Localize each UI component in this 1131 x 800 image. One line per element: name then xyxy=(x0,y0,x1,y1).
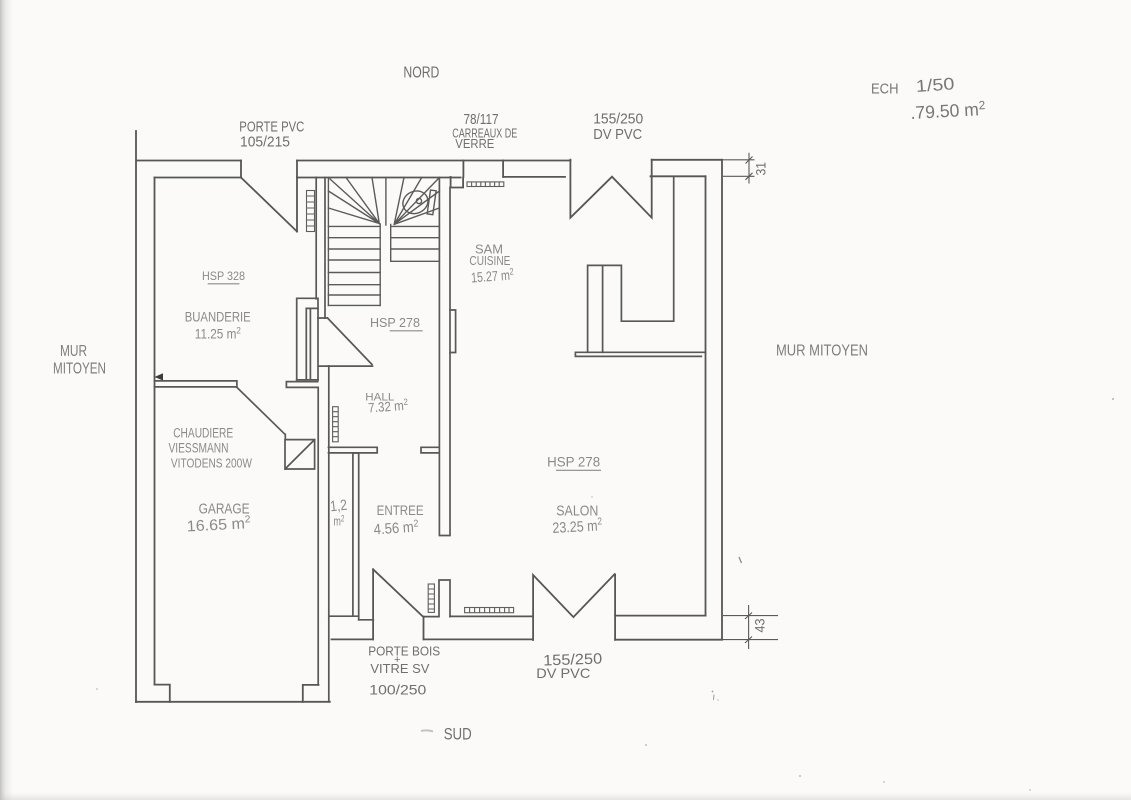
svg-text:1/50: 1/50 xyxy=(915,74,955,96)
svg-text:BUANDERIE: BUANDERIE xyxy=(185,310,251,325)
svg-text:MITOYEN: MITOYEN xyxy=(53,361,106,378)
svg-text:DV PVC: DV PVC xyxy=(536,665,590,681)
svg-text:VERRE: VERRE xyxy=(455,137,494,151)
svg-text:VITODENS 200W: VITODENS 200W xyxy=(171,456,253,471)
svg-text:HSP 328: HSP 328 xyxy=(202,269,245,283)
svg-text:23.25 m2: 23.25 m2 xyxy=(552,516,603,537)
svg-text:105/215: 105/215 xyxy=(240,134,290,151)
svg-text:7.32 m2: 7.32 m2 xyxy=(368,397,409,416)
svg-text:GARAGE: GARAGE xyxy=(199,501,250,518)
svg-text:SUD: SUD xyxy=(444,725,472,744)
svg-text:4.56 m2: 4.56 m2 xyxy=(373,518,419,538)
svg-text:HSP 278: HSP 278 xyxy=(547,454,600,470)
svg-text:m2: m2 xyxy=(333,514,344,529)
svg-text:CHAUDIERE: CHAUDIERE xyxy=(173,426,233,441)
svg-text:31: 31 xyxy=(753,162,769,176)
svg-text:HSP 278: HSP 278 xyxy=(370,316,420,330)
svg-text:.79.50 m2: .79.50 m2 xyxy=(910,98,986,123)
svg-text:16.65 m2: 16.65 m2 xyxy=(186,514,251,535)
svg-text:SALON: SALON xyxy=(556,503,598,520)
svg-text:155/250: 155/250 xyxy=(543,650,603,669)
svg-text:PORTE BOIS: PORTE BOIS xyxy=(368,644,440,659)
svg-text:HALL: HALL xyxy=(365,392,394,404)
svg-text:VIESSMANN: VIESSMANN xyxy=(169,441,229,456)
svg-text:ENTREE: ENTREE xyxy=(377,502,424,518)
svg-text:ECH: ECH xyxy=(871,81,899,98)
svg-text:DV PVC: DV PVC xyxy=(593,127,642,143)
svg-text:155/250: 155/250 xyxy=(593,111,643,128)
svg-text:11.25 m2: 11.25 m2 xyxy=(195,326,241,342)
svg-text:1,2: 1,2 xyxy=(329,497,348,516)
svg-text:15.27 m2: 15.27 m2 xyxy=(470,267,514,286)
svg-text:PORTE PVC: PORTE PVC xyxy=(239,119,304,136)
svg-text:VITRE SV: VITRE SV xyxy=(370,661,429,676)
svg-text:100/250: 100/250 xyxy=(369,681,426,697)
svg-text:CARREAUX DE: CARREAUX DE xyxy=(452,126,517,141)
svg-text:MUR: MUR xyxy=(60,343,87,360)
svg-text:SAM: SAM xyxy=(475,242,503,257)
svg-text:78/117: 78/117 xyxy=(464,112,499,128)
svg-text:43: 43 xyxy=(752,618,768,632)
svg-text:MUR MITOYEN: MUR MITOYEN xyxy=(776,343,868,360)
svg-text:+: + xyxy=(394,654,400,666)
svg-text:CUISINE: CUISINE xyxy=(469,254,510,268)
svg-text:NORD: NORD xyxy=(403,64,439,81)
